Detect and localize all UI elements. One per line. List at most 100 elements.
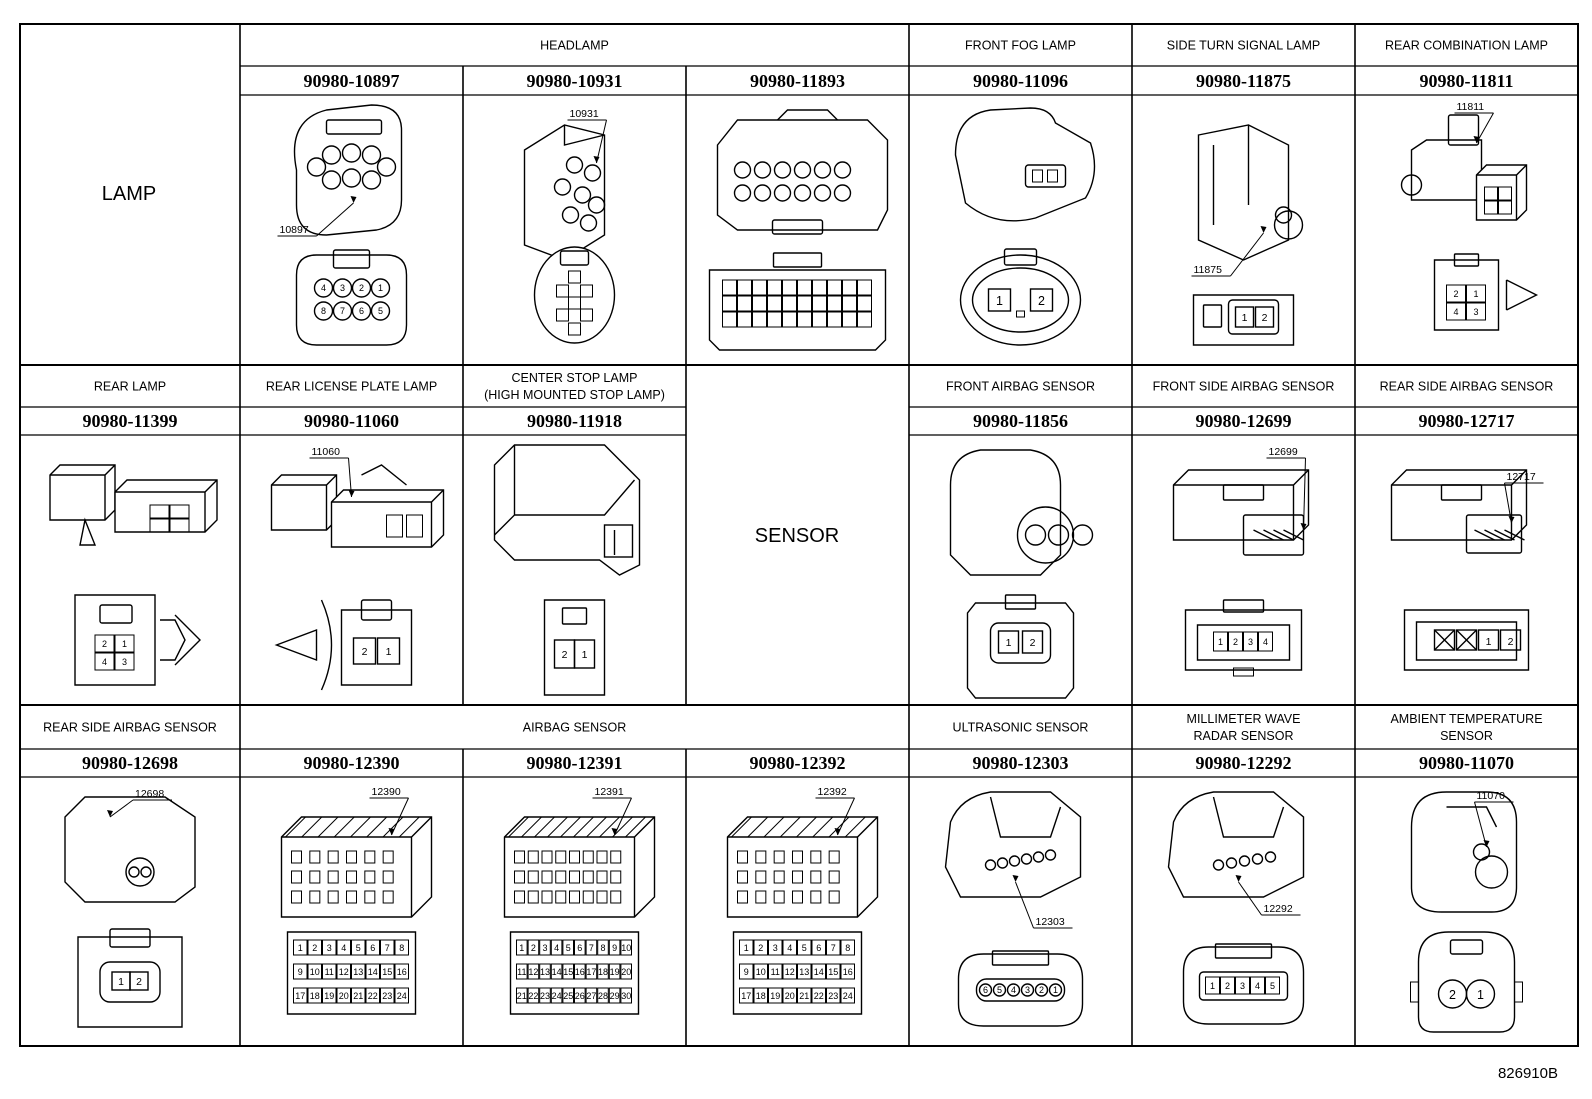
face-latch [772,252,823,268]
callout-arrow [1260,226,1267,233]
pin-cell [394,963,409,980]
latch [325,119,383,135]
pin-cell [293,939,308,956]
pin-cell [336,939,351,956]
pin-cell [767,311,782,328]
pin-cell [752,295,767,312]
pin-cell [1228,631,1243,652]
pin-hole [291,870,302,884]
pin-number: 11 [517,967,526,977]
pin-hole [610,870,622,884]
pin-cell [768,939,783,956]
pin-hole [1047,524,1070,546]
pin-cell [1499,629,1522,651]
pin-number: 2 [1039,985,1044,995]
pin-hole [569,890,580,904]
part-number: 90980-12699 [1196,411,1292,431]
lamp-section-label: LAMP [102,183,156,205]
callout-leader [1476,112,1494,144]
pin-number: 14 [368,967,378,977]
pin-number: 12 [785,967,795,977]
callout-arrow [611,828,618,835]
pin-hole [565,156,584,174]
face-slot [1242,514,1305,556]
callout-arrow [834,828,841,835]
pin-number: 19 [770,991,780,1001]
pin-cell [94,634,115,653]
pin-cell [840,987,855,1004]
pin-cell [722,295,737,312]
pin-hole [793,161,812,179]
face-latch [99,604,133,624]
clip [1514,981,1523,1003]
pin-hole [561,206,580,224]
connector-body [280,816,433,918]
pin-hole [1472,843,1491,861]
pin-hole [1264,851,1277,863]
callout-leader [1230,232,1264,277]
pin-cell [597,939,609,956]
pin-hole [773,850,785,864]
pin-number: 20 [785,991,795,1001]
footer-code: 826910B [1498,1065,1558,1082]
pin-number: 17 [586,967,596,977]
face-slot [99,961,161,1003]
pin-cell [568,270,581,284]
pin-number: 14 [552,967,562,977]
pin-hole [346,890,357,904]
pin-cell [1466,284,1486,303]
callout-leader [1474,801,1487,848]
pin-cell [739,987,754,1004]
pin-number: 13 [353,967,363,977]
pin-hole [596,850,608,864]
pin-number: 30 [621,991,631,1001]
pin-cell [739,963,754,980]
pin-number: 24 [843,991,853,1001]
pin-cell [580,284,593,298]
pin-number: 2 [1233,637,1238,647]
pin-hole [596,870,608,884]
pin-hole [327,870,339,884]
connector-face [959,254,1082,346]
pin-cell [527,939,540,956]
wire [1253,529,1274,541]
callout-label: 12391 [595,786,624,798]
wire [1263,529,1284,541]
pin-hole [321,145,342,165]
pin-cell [737,279,752,296]
cell-title: AIRBAG SENSOR [523,721,627,735]
latch [1447,114,1480,146]
pin-number: 4 [321,283,326,293]
pin-number: 4 [1255,981,1260,991]
pin-hole [587,196,606,214]
pin-cell [768,963,783,980]
pin-number: 2 [362,646,368,658]
pin-cell [574,987,586,1004]
pin-hole [1032,851,1045,863]
pin-number: 11 [771,967,780,977]
pin-hole [1044,849,1057,861]
cell-title: FRONT FOG LAMP [965,39,1076,53]
pin-hole [828,870,840,884]
callout-leader [1015,881,1034,929]
pin-number: 1 [122,639,127,649]
rib [547,816,568,838]
callout-leader [316,202,354,237]
rib [366,816,388,838]
pin-cell [1498,186,1512,201]
pin-hole [313,301,334,321]
pin-hole [833,161,852,179]
pin-hole [773,161,792,179]
connector-face [295,254,408,346]
pin-hole [364,890,376,904]
pin-cell [997,630,1020,654]
face-latch [1449,939,1484,955]
rib [763,816,785,838]
pin-number: 11 [325,967,334,977]
pin-number: 3 [1248,637,1253,647]
pin-hole [737,870,748,884]
pin-number: 1 [1218,637,1223,647]
pin-cell [608,963,621,980]
